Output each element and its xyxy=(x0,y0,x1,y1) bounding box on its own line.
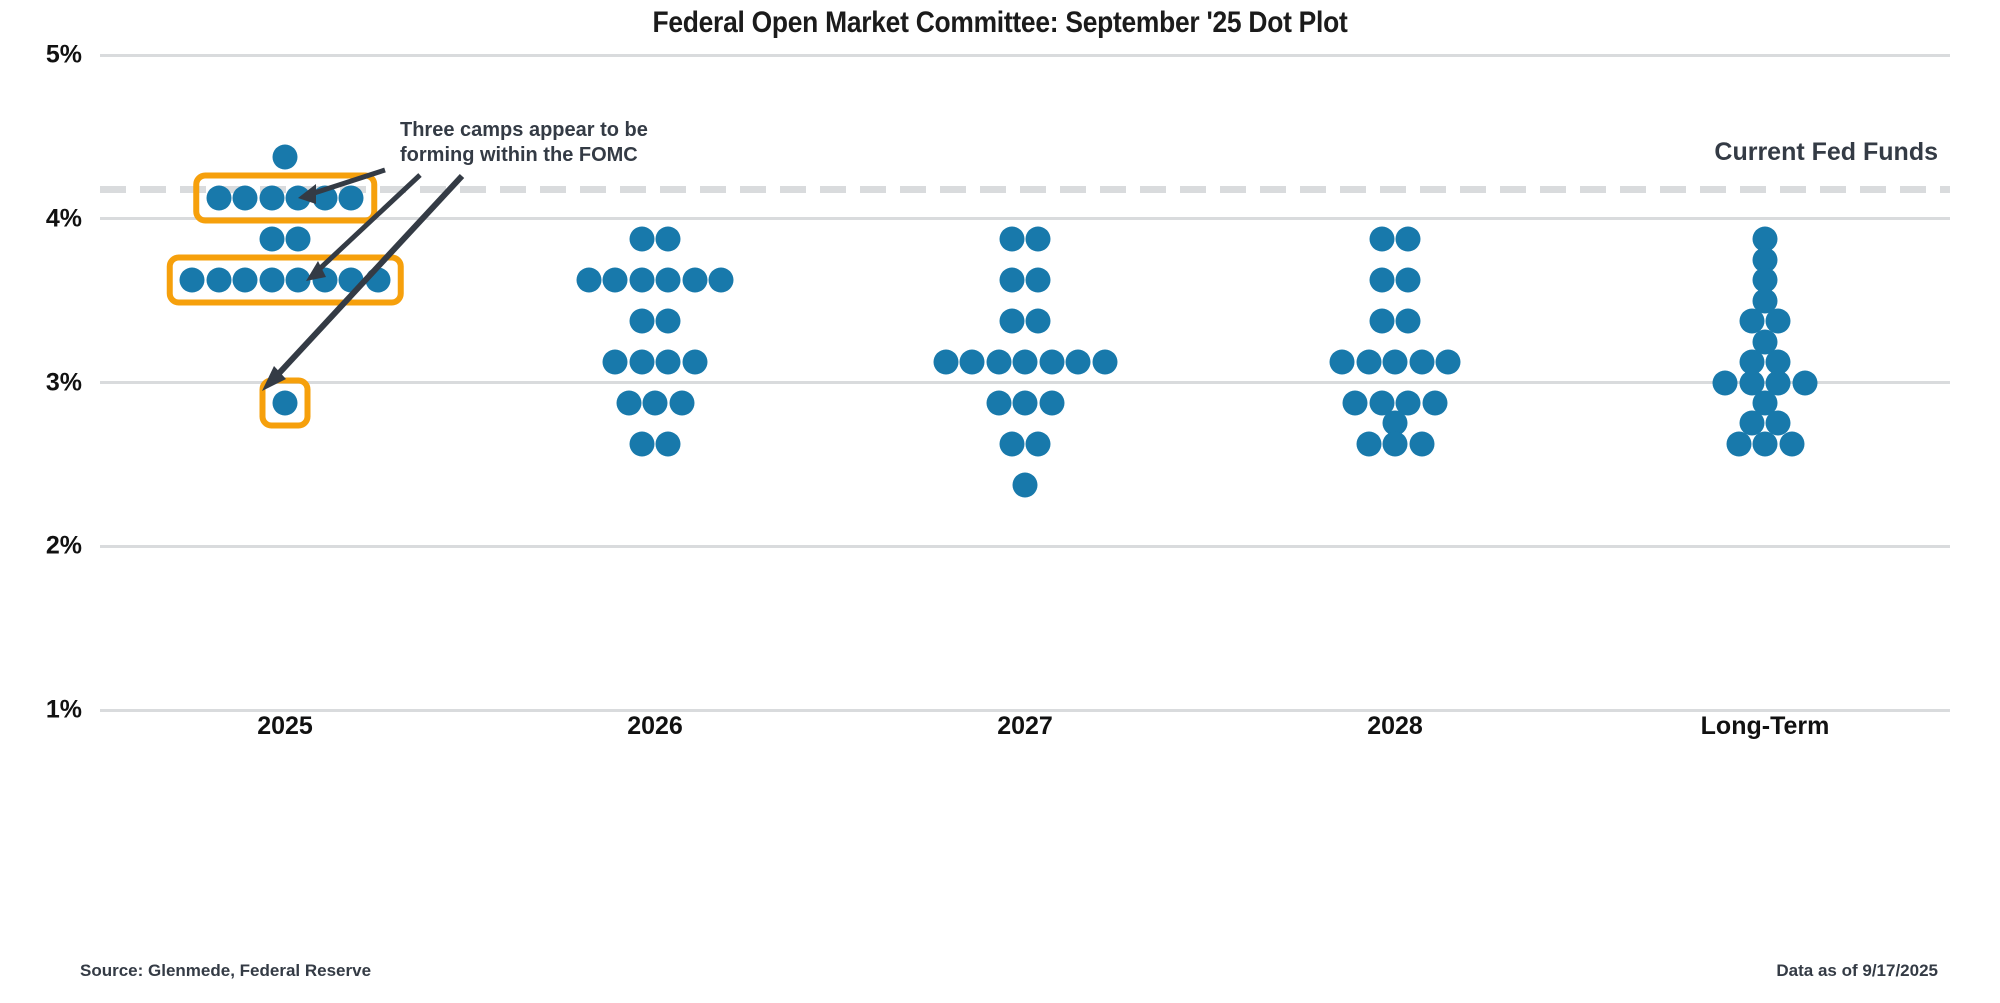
dot-2028-3.375 xyxy=(1395,308,1421,334)
dot-2026-3.625 xyxy=(708,267,734,293)
dot-2026-3.625 xyxy=(629,267,655,293)
x-axis-tick-2025: 2025 xyxy=(257,712,313,740)
highlight-box-camp-2 xyxy=(166,254,404,306)
dot-2027-3.125 xyxy=(1012,349,1038,375)
dot-2028-3.125 xyxy=(1329,349,1355,375)
dot-2025-3.625 xyxy=(206,267,232,293)
data-as-of-note: Data as of 9/17/2025 xyxy=(1776,961,1938,980)
plot-area xyxy=(100,53,1950,712)
dot-2025-3.875 xyxy=(259,226,285,252)
page-title: Federal Open Market Committee: September… xyxy=(652,6,1348,39)
dot-2026-3.625 xyxy=(655,267,681,293)
source-note: Source: Glenmede, Federal Reserve xyxy=(80,961,372,980)
dot-2026-3.375 xyxy=(629,308,655,334)
current-fed-funds-label: Current Fed Funds xyxy=(1714,138,1938,166)
dot-2028-2.875 xyxy=(1422,390,1448,416)
dot-2027-3.625 xyxy=(999,267,1025,293)
dot-2027-3.125 xyxy=(1092,349,1117,375)
dot-2028-2.625 xyxy=(1382,431,1408,457)
x-axis-tick-long-term: Long-Term xyxy=(1700,712,1830,740)
dot-2026-3.875 xyxy=(655,226,681,252)
dot-2027-3.125 xyxy=(933,349,958,375)
gridline-5pct xyxy=(100,53,1950,57)
dot-2027-2.875 xyxy=(1039,390,1064,416)
y-axis-tick-1pct: 1% xyxy=(45,695,82,724)
dot-long-term-3 xyxy=(1712,370,1738,395)
dot-2028-2.625 xyxy=(1356,431,1381,457)
gridline-2pct xyxy=(100,544,1950,548)
x-axis-tick-2028: 2028 xyxy=(1367,712,1423,740)
x-axis-tick-2027: 2027 xyxy=(997,712,1053,740)
dot-2025-3.625 xyxy=(179,267,205,293)
dot-2026-3.625 xyxy=(576,267,602,293)
dot-long-term-2.625 xyxy=(1752,431,1778,457)
dot-2027-3.875 xyxy=(1025,226,1051,252)
dot-2027-2.375 xyxy=(1012,472,1038,498)
dot-2026-3.625 xyxy=(602,267,628,293)
gridline-3pct xyxy=(100,381,1950,384)
dot-2026-3.875 xyxy=(629,226,655,252)
dot-2028-3.875 xyxy=(1395,226,1421,252)
dot-2025-4.125 xyxy=(206,185,232,211)
dot-long-term-2.625 xyxy=(1726,431,1751,457)
dot-2027-2.625 xyxy=(1025,431,1051,457)
dot-2025-4.375 xyxy=(272,144,298,170)
dot-2028-3.125 xyxy=(1409,349,1434,375)
dot-2027-3.125 xyxy=(1039,349,1064,375)
dot-2027-2.875 xyxy=(1012,390,1038,416)
dot-2027-2.625 xyxy=(999,431,1025,457)
dot-2028-3.125 xyxy=(1356,349,1381,375)
y-axis-tick-5pct: 5% xyxy=(45,40,82,69)
dot-2026-3.125 xyxy=(655,349,681,375)
dot-2028-3.375 xyxy=(1369,308,1395,334)
dot-2028-3.125 xyxy=(1382,349,1408,375)
dot-2028-3.125 xyxy=(1435,349,1461,375)
highlight-box-camp-1 xyxy=(193,172,377,224)
dot-long-term-2.625 xyxy=(1779,431,1804,457)
dot-2026-3.375 xyxy=(655,308,681,334)
dot-2027-3.375 xyxy=(1025,308,1051,334)
dot-2027-3.375 xyxy=(999,308,1025,334)
dot-2026-2.625 xyxy=(655,431,681,457)
dot-2025-2.875 xyxy=(272,390,298,416)
dot-2026-3.125 xyxy=(682,349,708,375)
gridline-1pct xyxy=(100,708,1950,712)
dot-2028-3.875 xyxy=(1369,226,1395,252)
dot-2027-3.625 xyxy=(1025,267,1051,293)
highlight-box-camp-3 xyxy=(259,377,311,429)
dot-2028-3.625 xyxy=(1395,267,1421,293)
dot-2026-2.875 xyxy=(642,390,668,416)
dot-2028-3.625 xyxy=(1369,267,1395,293)
annotation-three-camps: Three camps appear to be forming within … xyxy=(400,119,648,166)
dot-2025-4.125 xyxy=(232,185,258,211)
dot-2027-3.125 xyxy=(959,349,985,375)
dot-2027-3.875 xyxy=(999,226,1025,252)
dot-2025-3.875 xyxy=(285,226,311,252)
dot-2027-3.125 xyxy=(986,349,1011,375)
dot-2026-3.125 xyxy=(602,349,628,375)
dot-2026-2.875 xyxy=(616,390,641,416)
x-axis-tick-2026: 2026 xyxy=(627,712,683,740)
dot-2026-2.625 xyxy=(629,431,655,457)
dot-2026-3.125 xyxy=(629,349,655,375)
dot-2026-3.625 xyxy=(682,267,708,293)
dot-2027-2.875 xyxy=(986,390,1011,416)
dot-2026-2.875 xyxy=(669,390,694,416)
dot-2027-3.125 xyxy=(1065,349,1091,375)
dot-2028-2.875 xyxy=(1342,390,1368,416)
current-fed-funds-line xyxy=(100,185,1950,193)
y-axis-tick-3pct: 3% xyxy=(45,368,82,396)
dot-long-term-3 xyxy=(1792,370,1818,395)
dot-2028-2.625 xyxy=(1409,431,1434,457)
dot-2025-3.625 xyxy=(232,267,258,293)
y-axis-tick-2pct: 2% xyxy=(45,531,82,560)
y-axis-tick-4pct: 4% xyxy=(45,204,82,233)
gridline-4pct xyxy=(100,217,1950,221)
